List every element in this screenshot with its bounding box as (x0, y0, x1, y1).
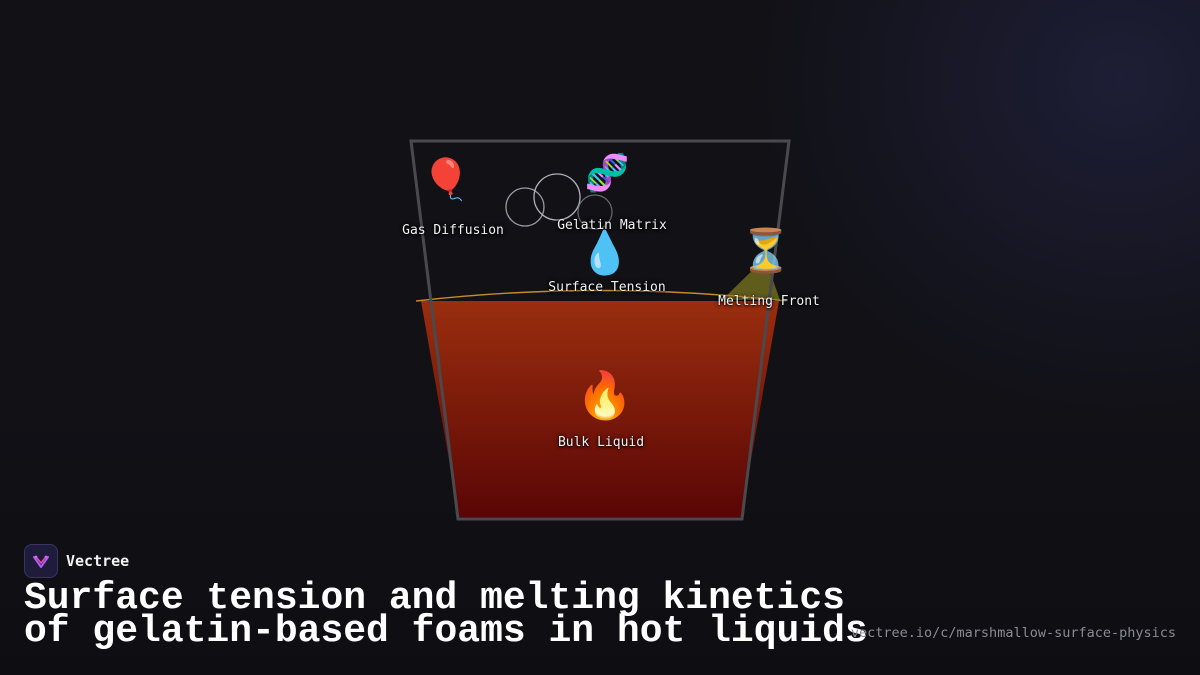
surface-tension-label: Surface Tension (548, 280, 666, 295)
balloon-icon: 🎈 (421, 157, 471, 203)
page-title: Surface tension and melting kinetics of … (24, 577, 868, 653)
vectree-logo-icon (24, 544, 58, 578)
flame-icon: 🔥 (576, 368, 634, 422)
dna-icon: 🧬 (584, 153, 630, 194)
cup-outline (409, 139, 791, 521)
gas-bubble (533, 173, 581, 221)
source-url: vectree.io/c/marshmallow-surface-physics (850, 625, 1176, 641)
hourglass-icon: ⏳ (739, 226, 793, 275)
melting-front-wedge (722, 258, 780, 300)
gas-diffusion-label: Gas Diffusion (402, 223, 504, 238)
gas-bubble (505, 187, 545, 227)
bulk-liquid-label: Bulk Liquid (557, 435, 645, 450)
droplet-icon: 💧 (578, 228, 632, 277)
melting-front-label: Melting Front (718, 294, 820, 309)
title-line-2: of gelatin-based foams in hot liquids (24, 610, 868, 653)
brand-name: Vectree (66, 552, 130, 570)
gelatin-matrix-label: Gelatin Matrix (557, 218, 667, 233)
meniscus-line (415, 289, 787, 302)
gas-bubble (577, 194, 613, 230)
bulk-liquid-fill (421, 301, 779, 517)
title-line-1: Surface tension and melting kinetics (24, 577, 845, 620)
brand: Vectree (24, 544, 129, 578)
